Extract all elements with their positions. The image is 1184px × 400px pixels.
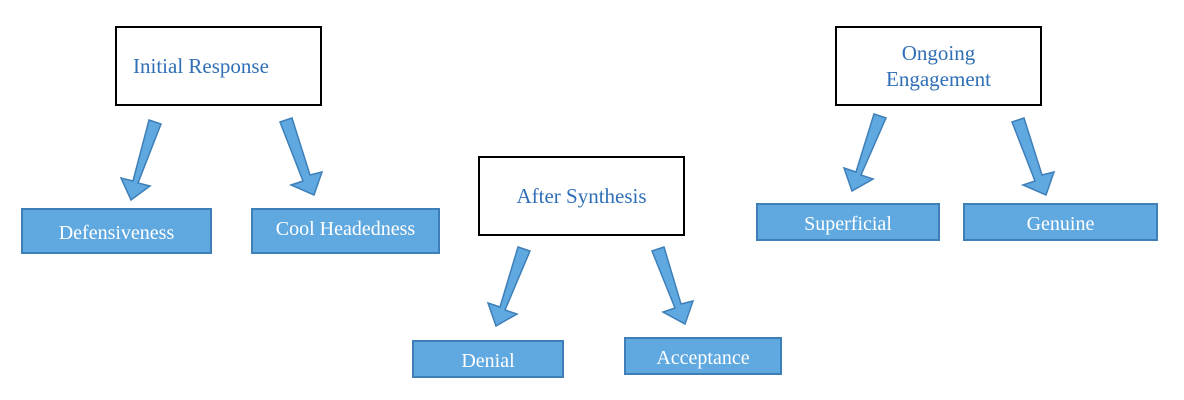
outcome-cool-headedness: Cool Headedness bbox=[251, 208, 440, 254]
outcome-label: Denial bbox=[461, 350, 515, 372]
stage-ongoing-engagement: Ongoing Engagement bbox=[835, 26, 1042, 106]
stage-label: After Synthesis bbox=[516, 184, 647, 208]
stage-initial-response: Initial Response bbox=[115, 26, 322, 106]
stage-label: Initial Response bbox=[133, 54, 269, 78]
arrow-synthesis-to-acceptance bbox=[651, 246, 695, 326]
stage-after-synthesis: After Synthesis bbox=[478, 156, 685, 236]
outcome-label: Cool Headedness bbox=[275, 218, 416, 240]
arrow-ongoing-to-superficial bbox=[842, 113, 888, 193]
outcome-label: Superficial bbox=[804, 213, 892, 235]
stage-label: Ongoing Engagement bbox=[886, 41, 991, 91]
outcome-label: Acceptance bbox=[656, 347, 750, 369]
arrow-initial-to-defensiveness bbox=[119, 119, 162, 202]
outcome-label: Genuine bbox=[1026, 213, 1095, 235]
arrow-initial-to-cool-headedness bbox=[279, 117, 324, 197]
arrow-synthesis-to-denial bbox=[486, 246, 532, 328]
outcome-acceptance: Acceptance bbox=[624, 337, 782, 375]
arrow-ongoing-to-genuine bbox=[1011, 117, 1056, 197]
outcome-denial: Denial bbox=[412, 340, 564, 378]
outcome-genuine: Genuine bbox=[963, 203, 1158, 241]
outcome-label: Defensiveness bbox=[58, 222, 175, 244]
outcome-superficial: Superficial bbox=[756, 203, 940, 241]
outcome-defensiveness: Defensiveness bbox=[21, 208, 212, 254]
